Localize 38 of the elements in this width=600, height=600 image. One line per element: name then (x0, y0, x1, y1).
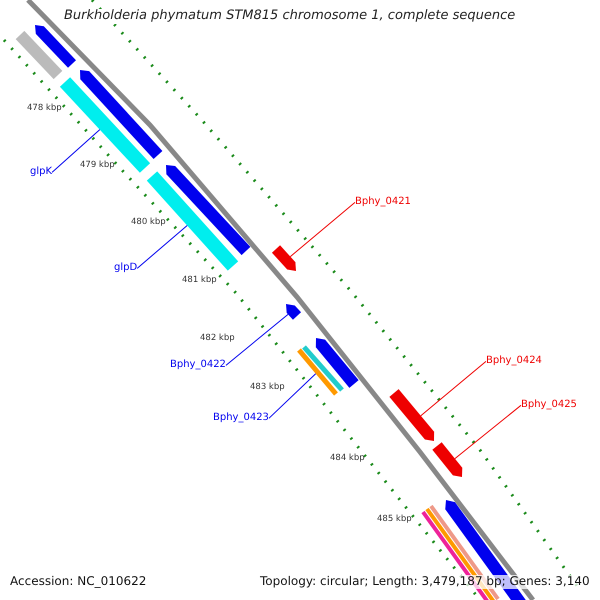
gene-feature (35, 25, 76, 68)
leader-line (290, 202, 356, 258)
leader-line (52, 129, 100, 173)
leader-line (420, 360, 486, 416)
accession-text: Accession: NC_010622 (10, 575, 146, 589)
summary-text: Topology: circular; Length: 3,479,187 bp; Genes: 3,140 (260, 575, 590, 589)
gene-label: glpK (30, 166, 52, 178)
gene-label: glpD (114, 262, 138, 274)
leader-line (136, 225, 188, 269)
gene-label: Bphy_0423 (213, 412, 269, 424)
gene-feature (60, 77, 150, 173)
tick-label: 483 kbp (250, 383, 285, 393)
tick-label: 484 kbp (330, 454, 365, 464)
gene-label: Bphy_0424 (486, 355, 542, 366)
tick-label: 481 kbp (182, 276, 217, 286)
gene-feature (80, 70, 162, 160)
gene-feature (286, 304, 302, 320)
leader-line (225, 314, 289, 366)
gene-feature (389, 389, 434, 441)
tick-label: 485 kbp (377, 515, 412, 525)
gene-label: Bphy_0421 (355, 196, 411, 208)
gene-feature (302, 345, 344, 392)
tick-label: 478 kbp (27, 104, 62, 114)
gene-feature (297, 348, 338, 396)
gene-feature (272, 245, 296, 271)
gene-feature (146, 171, 238, 271)
tick-label: 482 kbp (200, 334, 235, 344)
tick-label: 480 kbp (131, 218, 166, 228)
leader-line (268, 373, 316, 419)
gene-feature (166, 165, 250, 256)
tick-label: 479 kbp (80, 161, 115, 171)
map-title: Burkholderia phymatum STM815 chromosome 1, complete sequence (64, 9, 516, 24)
gene-label: Bphy_0425 (521, 399, 577, 410)
gene-feature (316, 338, 359, 388)
gene-feature (16, 30, 62, 80)
gene-label: Bphy_0422 (170, 359, 226, 370)
gene-feature (432, 442, 462, 477)
leader-line (454, 404, 522, 460)
